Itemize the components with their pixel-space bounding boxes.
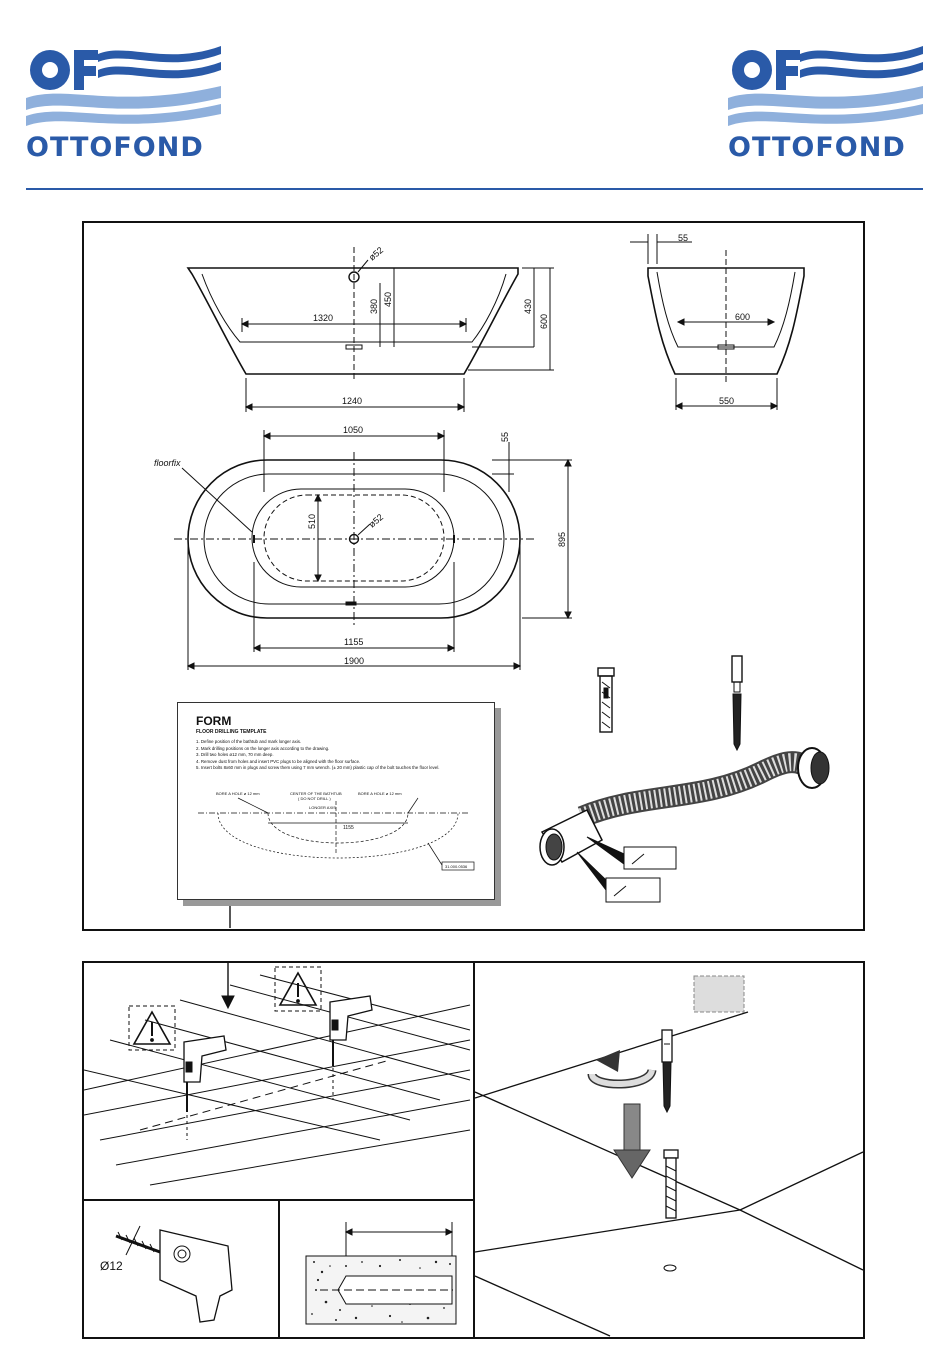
dim-55-end: 55 [678,233,688,243]
dim-1320: 1320 [313,313,333,323]
dim-600-side: 600 [539,314,549,329]
concrete-section-icon [305,1222,457,1325]
floor-grid [84,974,471,1186]
hand-drill-icon [115,1225,233,1323]
plug-anchor-icon [597,667,615,733]
label-floorfix: floorfix [154,458,181,468]
bolt-icon [661,1029,673,1114]
drill-icon [329,995,373,1100]
form-step: 5. Insert bolts 8x60 mm in plugs and scr… [196,765,440,770]
brand-name: OTTOFOND [728,132,906,163]
side-view [186,247,554,412]
brand-logo-right: OTTOFOND [728,40,928,170]
form-bore-right: BORE A HOLE ø 12 mm [358,791,402,796]
dim-1050: 1050 [343,425,363,435]
form-title: FORM [196,714,232,728]
dim-drain-side: ø52 [367,245,385,263]
dim-drain-top: ø52 [367,512,385,530]
warning-icon [274,966,322,1012]
placeholder-box [693,975,745,1013]
dim-1240: 1240 [342,396,362,406]
drain-hose-icon [539,747,830,903]
brand-name: OTTOFOND [26,132,204,163]
form-step: 1. Define position of the bathtub and ma… [196,739,302,744]
header-divider [26,188,923,190]
dim-1900: 1900 [344,656,364,666]
bolt-icon [731,655,743,752]
drill-bit-panel: Ø12 [82,1199,280,1339]
form-code: 31.000.0536 [445,864,468,869]
bolt-install-panel [473,961,865,1339]
technical-drawing-panel: ø52 1320 380 450 430 600 1240 55 600 550 [82,221,865,931]
warning-icon [128,1005,176,1051]
brand-logo-left: OTTOFOND [26,40,226,170]
form-step: 4. Remove dust from holes and insert PVC… [196,758,361,764]
form-steps: 1. Define position of the bathtub and ma… [196,739,486,772]
dim-550: 550 [719,396,734,406]
hole-depth-panel [278,1199,475,1339]
drill-icon [183,1035,227,1140]
form-center-sub: ( DO NOT DRILL ) [298,796,331,801]
top-view [174,430,572,670]
dimension-drawing: ø52 1320 380 450 430 600 1240 55 600 550 [154,233,830,928]
wave-logo-icon [728,46,923,126]
dim-510: 510 [307,514,317,529]
dim-1155: 1155 [344,637,363,647]
drilling-panel [82,961,475,1201]
form-step: 2. Mark drilling positions on the longer… [196,745,330,751]
form-dim: 1155 [343,825,354,831]
form-center-label: CENTER OF THE BATHTUB [290,791,342,796]
dim-450: 450 [383,292,393,307]
form-sketch: BORE A HOLE ø 12 mm CENTER OF THE BATHTU… [198,791,475,871]
floor-drilling-template: FORM FLOOR DRILLING TEMPLATE 1. Define p… [177,702,495,900]
plug-anchor-icon [663,1149,679,1219]
form-bore-left: BORE A HOLE ø 12 mm [216,791,260,796]
dim-895: 895 [557,532,567,547]
form-step: 3. Drill two holes ø12 mm, 70 mm deep. [196,752,274,757]
arrow-down-icon [221,995,235,1010]
dim-380: 380 [369,299,379,314]
drill-diameter: Ø12 [100,1259,123,1273]
rotate-arrow-icon [587,1050,657,1089]
dim-430: 430 [523,299,533,314]
form-subtitle: FLOOR DRILLING TEMPLATE [196,729,267,735]
wave-logo-icon [26,46,221,126]
form-longer-axis: LONGER AXIS [309,805,336,810]
end-view [630,234,805,410]
dim-55-top: 55 [500,432,510,442]
floor-hole [663,1264,677,1272]
dim-600-end: 600 [735,312,750,322]
arrow-down-icon [613,1103,651,1179]
